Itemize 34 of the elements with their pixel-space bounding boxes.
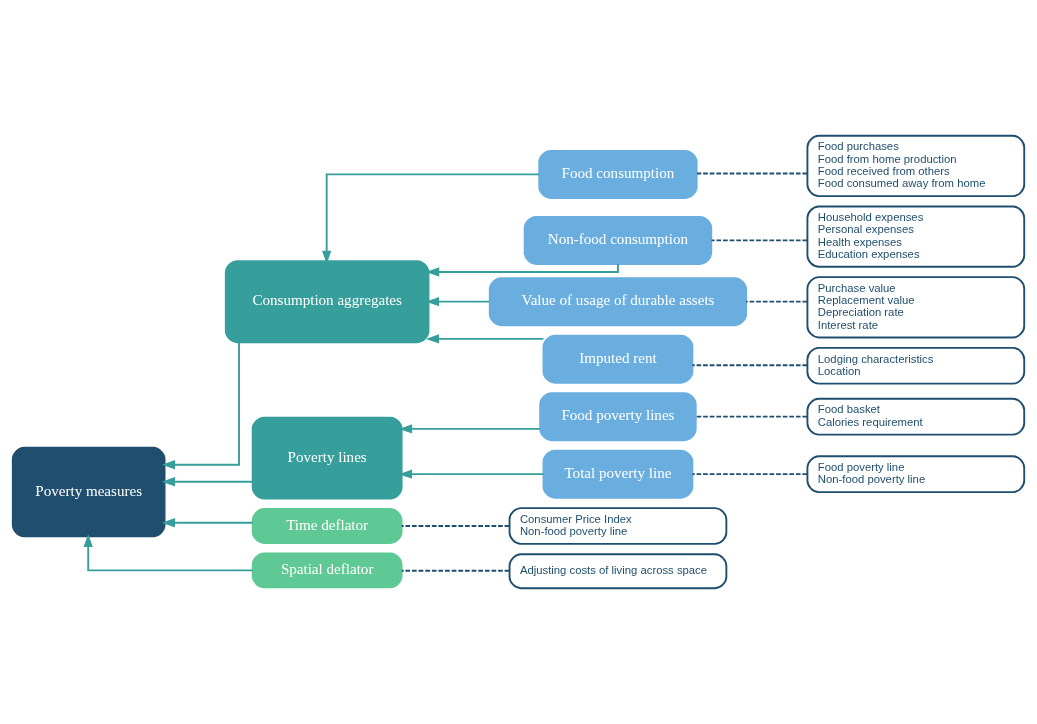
arrow — [426, 263, 619, 277]
arrow — [83, 533, 254, 572]
arrow — [161, 341, 240, 470]
arrow — [161, 518, 254, 528]
node-box: Household expenses Personal expenses Health expenses Education expenses — [806, 205, 1026, 268]
node-box: Consumer Price Index Non-food poverty line — [508, 507, 728, 545]
arrow — [425, 334, 545, 344]
connector — [691, 364, 808, 367]
node-box: Food poverty lines — [539, 392, 697, 442]
connector — [400, 569, 511, 572]
node-box: Poverty measures — [11, 446, 166, 538]
connector — [696, 172, 808, 175]
arrow — [161, 477, 254, 487]
node-box: Purchase value Replacement value Depreciation rate Interest rate — [806, 276, 1026, 339]
node-box: Poverty lines — [251, 416, 403, 500]
node-box: Spatial deflator — [251, 552, 403, 589]
node-box: Non-food consumption — [523, 215, 713, 265]
node-box: Food purchases Food from home production Food received from others Food consumed away from home — [806, 134, 1026, 198]
node-box: Time deflator — [251, 508, 403, 544]
node-box: Lodging characteristics Location — [806, 346, 1026, 385]
node-box: Food basket Calories requirement — [806, 397, 1026, 436]
node-box: Consumption aggregates — [224, 260, 430, 344]
connector — [710, 239, 808, 242]
connector — [745, 300, 808, 303]
node-box: Imputed rent — [542, 334, 694, 384]
connector — [695, 415, 808, 418]
arrow — [322, 173, 541, 264]
node-box: Food poverty line Non-food poverty line — [806, 455, 1026, 494]
node-box: Value of usage of durable assets — [488, 277, 748, 327]
node-box: Adjusting costs of living across space — [508, 553, 728, 590]
connector — [400, 525, 511, 527]
connector — [691, 473, 808, 476]
node-box: Food consumption — [538, 149, 698, 199]
node-box: Total poverty line — [542, 449, 694, 499]
